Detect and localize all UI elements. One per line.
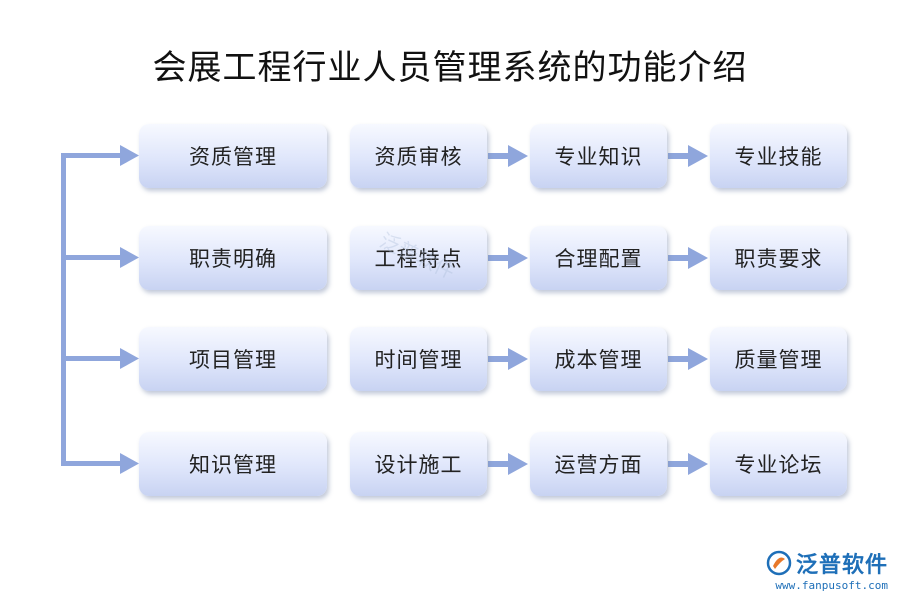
logo-name: 泛普软件 bbox=[795, 553, 888, 578]
logo-icon bbox=[766, 550, 792, 576]
logo-url: www.fanpusoft.com bbox=[775, 579, 888, 592]
node-step-3-3: 质量管理 bbox=[710, 327, 847, 391]
node-step-4-2: 运营方面 bbox=[530, 432, 667, 496]
node-step-1-2: 专业知识 bbox=[530, 124, 667, 188]
node-main-1: 资质管理 bbox=[139, 124, 327, 188]
node-step-4-1: 设计施工 bbox=[350, 432, 487, 496]
page-title: 会展工程行业人员管理系统的功能介绍 bbox=[152, 48, 748, 88]
node-step-2-3: 职责要求 bbox=[710, 226, 847, 290]
node-step-2-1: 工程特点 bbox=[350, 226, 487, 290]
node-step-3-1: 时间管理 bbox=[350, 327, 487, 391]
node-step-1-1: 资质审核 bbox=[350, 124, 487, 188]
node-main-2: 职责明确 bbox=[139, 226, 327, 290]
node-step-4-3: 专业论坛 bbox=[710, 432, 847, 496]
node-step-1-3: 专业技能 bbox=[710, 124, 847, 188]
node-step-3-2: 成本管理 bbox=[530, 327, 667, 391]
node-step-2-2: 合理配置 bbox=[530, 226, 667, 290]
node-main-3: 项目管理 bbox=[139, 327, 327, 391]
node-main-4: 知识管理 bbox=[139, 432, 327, 496]
brand-logo: 泛普软件 www.fanpusoft.com bbox=[766, 547, 888, 592]
